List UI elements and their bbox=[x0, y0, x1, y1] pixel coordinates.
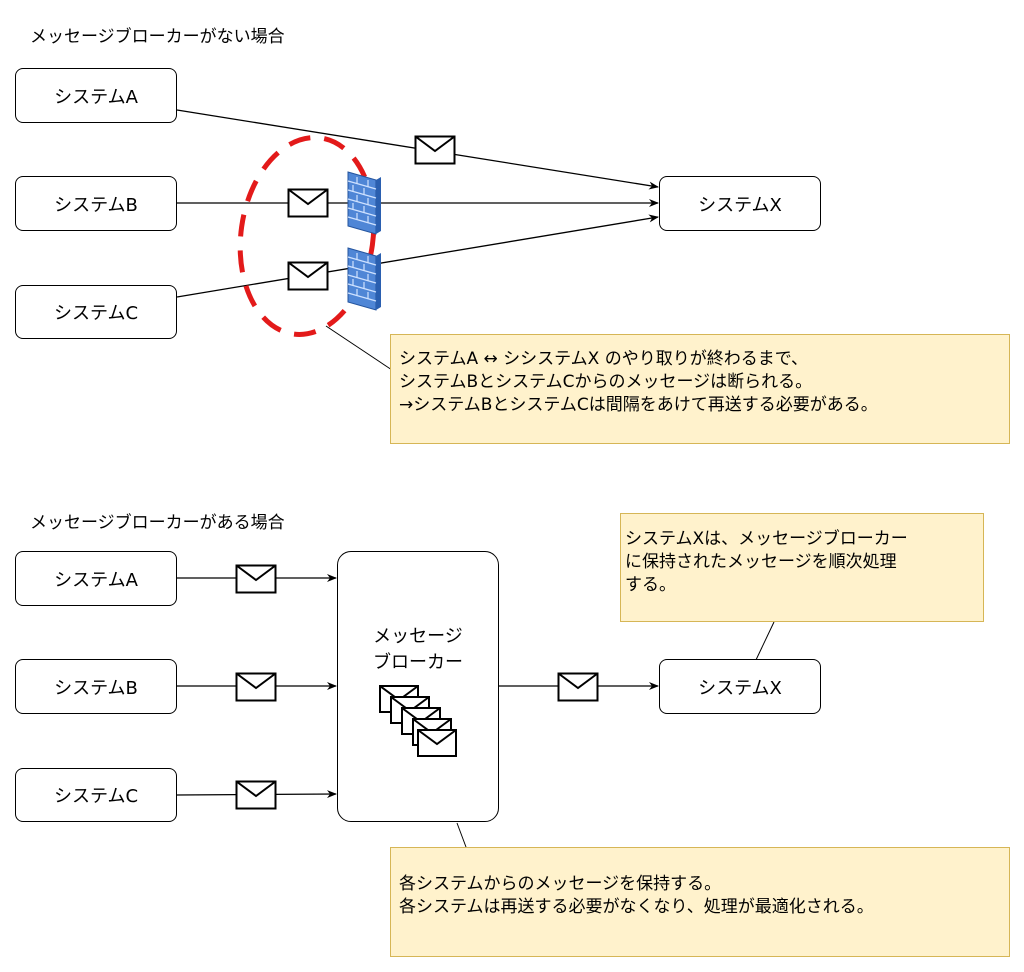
envelope-icon bbox=[235, 672, 277, 702]
system-x-box: システムX bbox=[659, 176, 821, 231]
broker-label-line1: メッセージ bbox=[373, 626, 463, 647]
envelope-icon bbox=[235, 780, 277, 810]
connector-c-to-x bbox=[176, 214, 659, 298]
note-line: に保持されたメッセージを順次処理 bbox=[625, 552, 897, 572]
broker-note: 各システムからのメッセージを保持する。 各システムは再送する必要がなくなり、処理… bbox=[390, 847, 1010, 957]
note-line: システムXは、メッセージブローカー bbox=[625, 529, 908, 549]
note-line: →システムBとシステムCは間隔をあけて再送する必要がある。 bbox=[399, 395, 878, 415]
envelope-icon bbox=[557, 672, 599, 702]
envelope-icon bbox=[235, 564, 277, 594]
envelope-icon bbox=[287, 261, 329, 291]
note-line: 各システムからのメッセージを保持する。 bbox=[399, 874, 722, 894]
section-title-with-broker: メッセージブローカーがある場合 bbox=[30, 513, 285, 533]
firewall-icon bbox=[347, 171, 381, 235]
envelope-icon bbox=[414, 135, 456, 165]
bottom-note-callout-line bbox=[456, 822, 467, 848]
broker-label-line2: ブローカー bbox=[373, 652, 463, 673]
section-title-no-broker: メッセージブローカーがない場合 bbox=[30, 27, 285, 47]
note-line: する。 bbox=[625, 575, 676, 595]
no-broker-note: システムA ↔ シシステムX のやり取りが終わるまで、 システムBとシステムCか… bbox=[390, 334, 1010, 444]
system-b-box: システムB bbox=[15, 176, 177, 231]
top-note-callout-line bbox=[754, 621, 775, 663]
note-callout-line bbox=[325, 325, 393, 371]
blocked-highlight-ellipse bbox=[237, 135, 377, 337]
note-line: システムBとシステムCからのメッセージは断られる。 bbox=[399, 372, 813, 392]
system-c-box: システムC bbox=[15, 285, 177, 339]
system-a-box: システムA bbox=[15, 68, 177, 123]
system-a-box: システムA bbox=[15, 551, 177, 606]
message-queue-icon bbox=[379, 685, 457, 757]
system-b-box: システムB bbox=[15, 659, 177, 714]
system-x-box: システムX bbox=[659, 659, 821, 714]
system-c-box: システムC bbox=[15, 768, 177, 822]
system-x-note: システムXは、メッセージブローカー に保持されたメッセージを順次処理 する。 bbox=[620, 513, 984, 622]
note-line: 各システムは再送する必要がなくなり、処理が最適化される。 bbox=[399, 897, 874, 917]
firewall-icon bbox=[347, 247, 381, 311]
envelope-icon bbox=[287, 188, 329, 218]
note-line: システムA ↔ シシステムX のやり取りが終わるまで、 bbox=[399, 349, 809, 369]
